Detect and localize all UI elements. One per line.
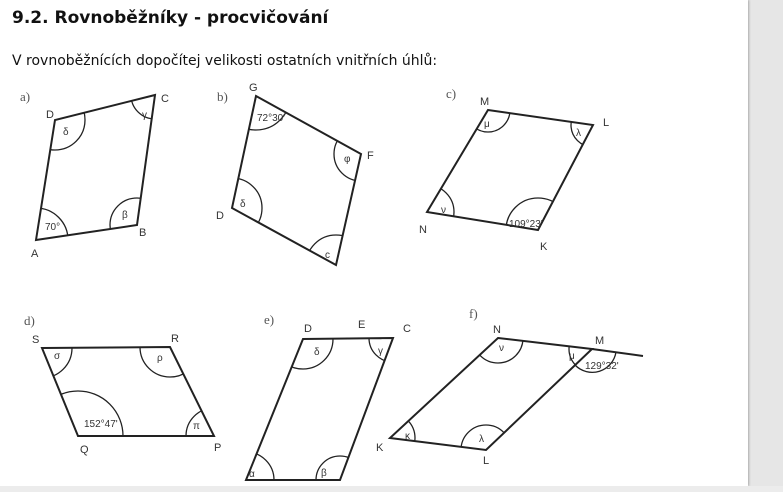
angle-label: λ	[479, 434, 484, 445]
angle-arcs	[36, 95, 155, 240]
vertex-label: G	[249, 82, 258, 94]
vertex-label: E	[358, 319, 365, 331]
parallelogram-gfd	[230, 94, 363, 267]
figure-f: f) N M L K ν μ λ κ 129°32'	[376, 306, 644, 467]
angle-arcs	[232, 96, 361, 265]
vertex-label: K	[376, 442, 384, 454]
angle-label: γ	[378, 346, 383, 357]
vertex-label: N	[493, 324, 501, 336]
vertex-label: K	[540, 241, 548, 253]
angle-label: γ	[142, 110, 147, 121]
angle-value: 70°	[45, 222, 60, 233]
angle-label: β	[321, 468, 327, 479]
angle-label: c	[325, 250, 330, 261]
figure-label: c)	[446, 86, 456, 101]
exterior-angle-arc	[574, 351, 617, 373]
angle-arcs	[42, 347, 214, 436]
exterior-angle-value: 129°32'	[585, 361, 619, 372]
vertex-label: D	[46, 109, 54, 121]
vertex-label: M	[480, 96, 489, 108]
figure-label: d)	[24, 313, 35, 328]
angle-label: α	[249, 469, 255, 480]
angle-label: λ	[576, 128, 581, 139]
figure-b: b) G F D 72°30' φ c δ	[216, 82, 374, 267]
parallelogram-figures: a) A B C D 70° β γ δ b) G F D 72°30' φ c…	[20, 82, 644, 481]
figure-c: c) M L K N μ λ 109°23' ν	[419, 86, 609, 253]
angle-label: ν	[441, 205, 446, 216]
angle-label: δ	[240, 199, 246, 210]
vertex-label: R	[171, 333, 179, 345]
angle-label: φ	[344, 154, 351, 165]
vertex-label: C	[161, 93, 169, 105]
vertex-label: L	[483, 455, 489, 467]
vertex-label: F	[367, 150, 374, 162]
vertex-label: Q	[80, 444, 89, 456]
extended-side	[591, 348, 644, 357]
vertex-label: L	[603, 117, 609, 129]
vertex-label: M	[595, 335, 604, 347]
vertex-label: B	[139, 227, 146, 239]
parallelogram-nmlk	[387, 336, 595, 452]
vertex-label: D	[216, 210, 224, 222]
angle-label: ν	[499, 343, 504, 354]
viewer-bottom-bar	[0, 486, 783, 492]
vertex-label: S	[32, 334, 39, 346]
parallelogram-abcd	[34, 93, 157, 242]
page-title: 9.2. Rovnoběžníky - procvičování	[12, 8, 329, 28]
vertex-label: D	[304, 323, 312, 335]
angle-label: μ	[484, 119, 490, 130]
angle-arcs	[427, 110, 593, 230]
vertex-label: P	[214, 442, 221, 454]
angle-label: σ	[54, 351, 61, 362]
vertex-label: A	[31, 248, 39, 260]
angle-label: μ	[569, 351, 575, 362]
figure-d: d) S R P Q σ ρ π 152°47'	[24, 313, 221, 456]
vertex-label: N	[419, 224, 427, 236]
figure-label: b)	[217, 89, 228, 104]
parallelogram-srpq	[40, 345, 216, 437]
figure-label: f)	[469, 306, 478, 321]
angle-label: δ	[314, 347, 320, 358]
figure-e: e) D E C δ γ β α	[244, 312, 411, 481]
vertex-label: C	[403, 323, 411, 335]
angle-label: ρ	[157, 353, 163, 364]
angle-label: κ	[405, 431, 411, 442]
angle-label: β	[122, 210, 128, 221]
document-page: 9.2. Rovnoběžníky - procvičování V rovno…	[0, 0, 748, 486]
angle-arcs	[390, 338, 592, 450]
parallelogram-mlkn	[425, 108, 595, 232]
instruction-text: V rovnoběžnících dopočítej velikosti ost…	[12, 53, 438, 69]
figure-label: e)	[264, 312, 274, 327]
angle-label: π	[193, 421, 200, 432]
angle-value: 72°30'	[257, 113, 285, 124]
angle-label: δ	[63, 127, 69, 138]
angle-arcs	[246, 338, 393, 480]
figure-label: a)	[20, 89, 30, 104]
figure-a: a) A B C D 70° β γ δ	[20, 89, 169, 260]
angle-value: 109°23'	[509, 219, 543, 230]
parallelogram-dec	[244, 336, 395, 481]
angle-value: 152°47'	[84, 419, 118, 430]
